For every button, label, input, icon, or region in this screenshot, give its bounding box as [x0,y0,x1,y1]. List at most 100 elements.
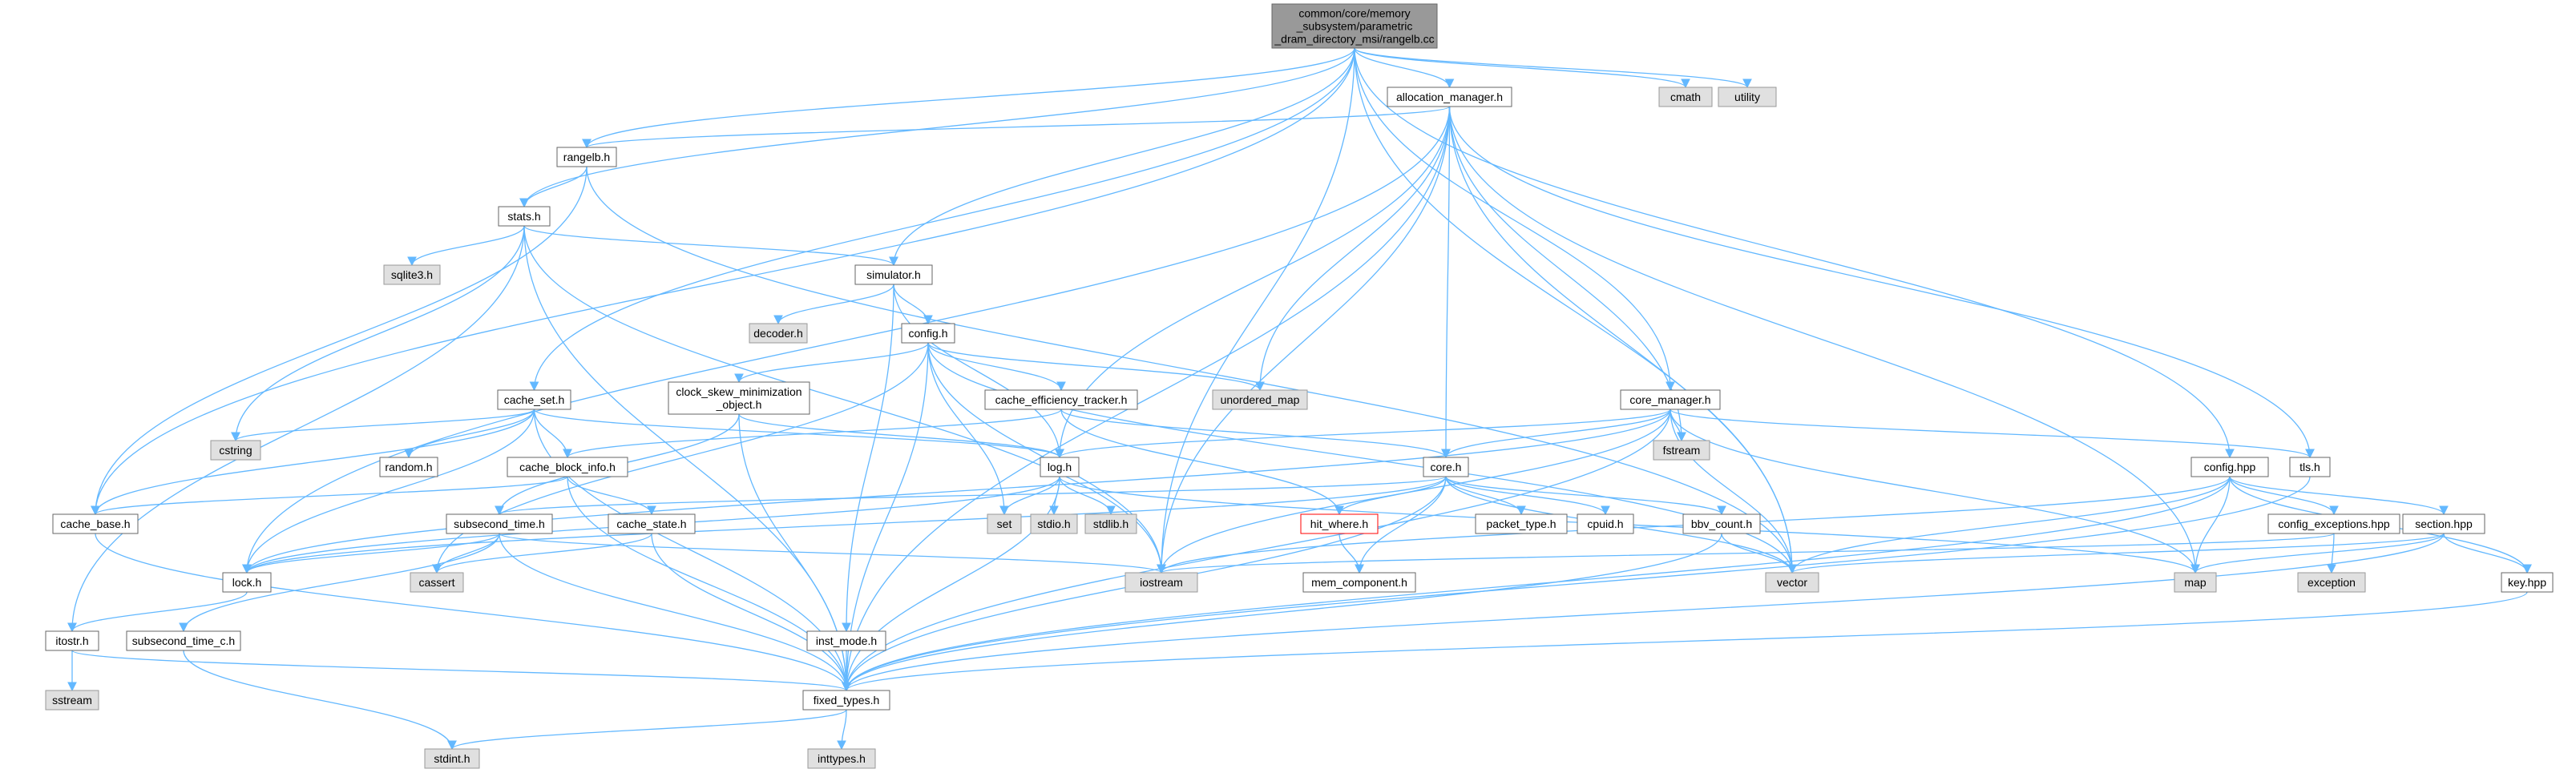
node-simulator[interactable]: simulator.h [854,264,933,285]
edge-cache_block_info-to-fixed_types [567,476,851,692]
node-sqlite3[interactable]: sqlite3.h [383,264,441,285]
edge-stats-to-sqlite3 [407,225,525,267]
node-label-config_hpp: config.hpp [2204,461,2256,473]
node-random[interactable]: random.h [379,457,438,477]
edge-subsecond_time-to-subsecond_time_c [179,533,500,633]
edge-cache_eff-to-hit_where [1060,409,1344,516]
node-label-stdint: stdint.h [434,752,470,765]
edge-bbv_count-to-vector [1721,533,1797,574]
node-map[interactable]: map [2174,572,2217,593]
node-label-core_manager: core_manager.h [1629,393,1710,406]
edge-allocation_manager-to-fstream [1448,106,1686,442]
node-allocation_manager[interactable]: allocation_manager.h [1387,87,1512,107]
node-bbv_count[interactable]: bbv_count.h [1682,513,1761,534]
edge-root-to-vector [1354,47,1797,574]
node-box-stdint [424,748,480,769]
node-box-core [1423,457,1469,477]
node-cache_eff[interactable]: cache_efficiency_tracker.h [984,389,1138,410]
node-inttypes[interactable]: inttypes.h [807,748,876,769]
node-config_h[interactable]: config.h [901,323,955,344]
node-exception[interactable]: exception [2297,572,2366,593]
node-label-itostr: itostr.h [55,634,88,647]
edge-core-to-packet_type [1445,476,1526,516]
edge-core-to-hit_where [1334,476,1447,516]
node-cstring[interactable]: cstring [210,440,261,461]
node-core_manager[interactable]: core_manager.h [1620,389,1721,410]
node-root[interactable]: common/core/memory_subsystem/parametric_… [1271,3,1438,49]
node-box-cassert [410,572,464,593]
node-label-rangelb: rangelb.h [563,151,610,163]
node-core[interactable]: core.h [1423,457,1469,477]
edge-allocation_manager-to-lock [242,106,1451,574]
edge-root-to-utility [1354,47,1752,89]
node-inst_mode[interactable]: inst_mode.h [806,630,886,651]
node-cache_block_info[interactable]: cache_block_info.h [507,457,628,477]
node-itostr[interactable]: itostr.h [45,630,99,651]
node-box-stdlib [1084,513,1137,534]
node-cache_base[interactable]: cache_base.h [52,513,139,534]
node-cache_set[interactable]: cache_set.h [497,389,571,410]
node-label-set: set [997,517,1012,530]
node-packet_type[interactable]: packet_type.h [1475,513,1568,534]
node-cache_state[interactable]: cache_state.h [608,513,696,534]
edge-allocation_manager-to-core [1441,106,1451,459]
edge-cache_block_info-to-cache_state [567,476,656,516]
edge-rangelb-to-stats [519,166,587,208]
node-stdint[interactable]: stdint.h [424,748,480,769]
node-box-packet_type [1475,513,1568,534]
node-subsecond_time_c[interactable]: subsecond_time_c.h [126,630,241,651]
edge-cache_eff-to-cache_block_info [563,409,1062,459]
node-config_hpp[interactable]: config.hpp [2190,457,2269,477]
node-tls[interactable]: tls.h [2289,457,2331,477]
edge-subsecond_time-to-lock [242,533,500,574]
node-box-cache_block_info [507,457,628,477]
edge-core-to-cpuid [1445,476,1610,516]
node-rangelb[interactable]: rangelb.h [556,147,617,167]
edge-key-to-fixed_types [842,591,2528,692]
node-lock[interactable]: lock.h [222,572,272,593]
node-clock_skew[interactable]: clock_skew_minimization_object.h [668,381,810,415]
node-hit_where[interactable]: hit_where.h [1300,513,1379,534]
edge-config_exceptions-to-iostream [1157,533,2335,574]
node-subsecond_time[interactable]: subsecond_time.h [446,513,553,534]
edge-config_h-to-clock_skew [734,342,929,384]
node-cmath[interactable]: cmath [1658,87,1713,107]
node-mem_component[interactable]: mem_component.h [1302,572,1416,593]
edge-fixed_types-to-stdint [447,709,847,751]
edge-cache_eff-to-core [1060,409,1451,459]
node-cassert[interactable]: cassert [410,572,464,593]
edge-root-to-cache_set [529,47,1355,392]
node-label-cmath: cmath [1670,91,1701,103]
edge-allocation_manager-to-iostream [1157,106,1451,574]
node-fstream[interactable]: fstream [1653,440,1710,461]
node-iostream[interactable]: iostream [1124,572,1198,593]
node-utility[interactable]: utility [1718,87,1777,107]
node-key[interactable]: key.hpp [2501,572,2554,593]
node-stdio[interactable]: stdio.h [1030,513,1078,534]
edge-cache_base-to-fixed_types [95,533,851,692]
edge-config_hpp-to-vector [1787,476,2231,574]
edge-config_hpp-to-config_exceptions [2229,476,2339,516]
node-log[interactable]: log.h [1040,457,1080,477]
edge-allocation_manager-to-fixed_types [842,106,1451,692]
node-set[interactable]: set [987,513,1022,534]
node-label-config_h: config.h [908,327,947,340]
node-box-bbv_count [1682,513,1761,534]
node-cpuid[interactable]: cpuid.h [1577,513,1634,534]
node-sstream[interactable]: sstream [45,690,99,711]
node-decoder[interactable]: decoder.h [749,323,808,344]
edge-root-to-stats [519,47,1355,208]
node-box-section [2402,513,2485,534]
node-config_exceptions[interactable]: config_exceptions.hpp [2267,513,2400,534]
node-box-vector [1765,572,1819,593]
node-box-stats [498,206,551,227]
node-vector[interactable]: vector [1765,572,1819,593]
node-unordered_map[interactable]: unordered_map [1212,389,1308,410]
edge-clock_skew-to-log [738,413,1064,459]
node-stdlib[interactable]: stdlib.h [1084,513,1137,534]
node-box-lock [222,572,272,593]
node-section[interactable]: section.hpp [2402,513,2485,534]
node-fixed_types[interactable]: fixed_types.h [802,690,890,711]
node-stats[interactable]: stats.h [498,206,551,227]
